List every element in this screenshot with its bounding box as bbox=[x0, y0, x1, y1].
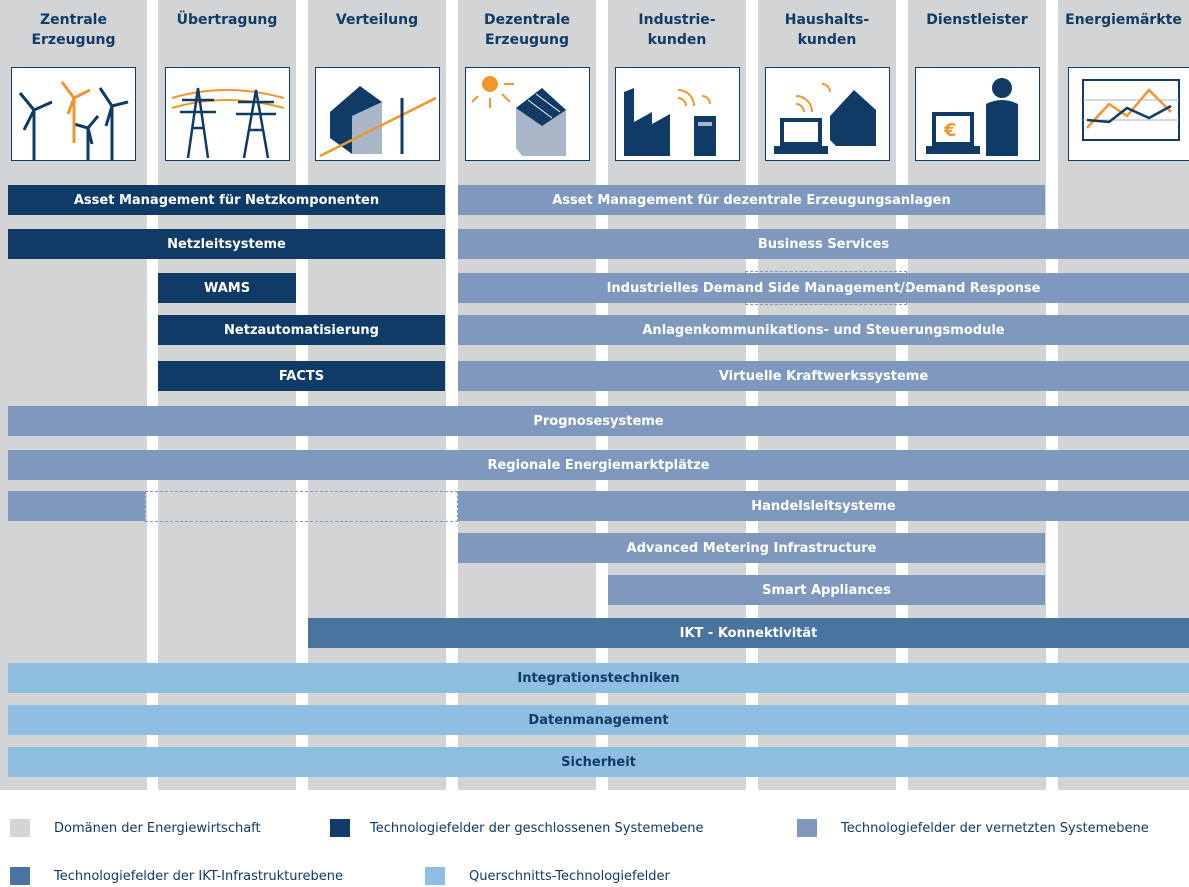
factory-icon bbox=[615, 67, 740, 161]
household-laptop-icon bbox=[765, 67, 890, 161]
column-zentrale-erzeugung: Zentrale Erzeugung bbox=[0, 0, 147, 790]
bar-smart-appliances: Smart Appliances bbox=[608, 575, 1045, 605]
bar-demand-side-management: Industrielles Demand Side Management/Dem… bbox=[458, 273, 1189, 303]
column-label: Haushalts- kunden bbox=[784, 12, 870, 48]
column-dezentrale-erzeugung: Dezentrale Erzeugung bbox=[458, 0, 596, 790]
service-provider-icon: € bbox=[915, 67, 1040, 161]
column-label: Zentrale Erzeugung bbox=[31, 12, 116, 48]
legend-item-cross: Querschnitts-Technologiefelder bbox=[425, 866, 670, 886]
legend-item-ikt: Technologiefelder der IKT-Infrastrukture… bbox=[10, 866, 343, 886]
bar-handelsleitsysteme-left bbox=[8, 491, 145, 521]
bar-regionale-energiemarktplaetze: Regionale Energiemarktplätze bbox=[8, 450, 1189, 480]
column-industriekunden: Industrie- kunden bbox=[608, 0, 746, 790]
column-label: Dienstleister bbox=[926, 12, 1028, 28]
bar-handelsleitsysteme: Handelsleitsysteme bbox=[458, 491, 1189, 521]
column-label: Industrie- kunden bbox=[638, 12, 716, 48]
bar-business-services: Business Services bbox=[458, 229, 1189, 259]
bar-integrationstechniken: Integrationstechniken bbox=[8, 663, 1189, 693]
legend-item-closed: Technologiefelder der geschlossenen Syst… bbox=[330, 818, 703, 838]
legend-label: Domänen der Energiewirtschaft bbox=[54, 820, 261, 836]
column-label: Energiemärkte bbox=[1065, 12, 1182, 28]
legend-item-networked: Technologiefelder der vernetzten Systeme… bbox=[797, 818, 1149, 838]
column-label: Übertragung bbox=[176, 12, 278, 28]
legend-label: Technologiefelder der IKT-Infrastrukture… bbox=[54, 868, 343, 884]
bar-prognosesysteme: Prognosesysteme bbox=[8, 406, 1189, 436]
bar-facts: FACTS bbox=[158, 361, 445, 391]
column-uebertragung: Übertragung bbox=[158, 0, 296, 790]
column-energiemaerkte: Energiemärkte bbox=[1058, 0, 1189, 790]
transmission-tower-icon bbox=[165, 67, 290, 161]
legend-label: Technologiefelder der geschlossenen Syst… bbox=[370, 820, 704, 836]
bar-netzleitsysteme: Netzleitsysteme bbox=[8, 229, 445, 259]
legend-item-domains: Domänen der Energiewirtschaft bbox=[10, 818, 261, 838]
bar-asset-management-netzkomponenten: Asset Management für Netzkomponenten bbox=[8, 185, 445, 215]
bar-advanced-metering-infrastructure: Advanced Metering Infrastructure bbox=[458, 533, 1045, 563]
market-chart-icon bbox=[1068, 67, 1189, 161]
legend-label: Querschnitts-Technologiefelder bbox=[469, 868, 670, 884]
legend-label: Technologiefelder der vernetzten Systeme… bbox=[841, 820, 1149, 836]
dashed-outline-handelsleitsysteme bbox=[145, 491, 458, 522]
column-haushaltskunden: Haushalts- kunden bbox=[758, 0, 896, 790]
bar-netzautomatisierung: Netzautomatisierung bbox=[158, 315, 445, 345]
column-label: Dezentrale Erzeugung bbox=[483, 12, 571, 48]
wind-turbines-icon bbox=[11, 67, 136, 161]
column-verteilung: Verteilung bbox=[308, 0, 446, 790]
bar-anlagenkommunikation: Anlagenkommunikations- und Steuerungsmod… bbox=[458, 315, 1189, 345]
legend-swatch bbox=[10, 819, 30, 837]
solar-house-icon bbox=[465, 67, 590, 161]
legend-swatch bbox=[10, 867, 30, 885]
bar-wams: WAMS bbox=[158, 273, 296, 303]
distribution-house-icon bbox=[315, 67, 440, 161]
legend-swatch bbox=[330, 819, 350, 837]
bar-asset-management-dezentrale: Asset Management für dezentrale Erzeugun… bbox=[458, 185, 1045, 215]
bar-sicherheit: Sicherheit bbox=[8, 747, 1189, 777]
bar-virtuelle-kraftwerkssysteme: Virtuelle Kraftwerkssysteme bbox=[458, 361, 1189, 391]
dashed-outline-demand-response bbox=[745, 271, 907, 305]
svg-text:€: € bbox=[943, 120, 957, 141]
column-label: Verteilung bbox=[335, 12, 419, 28]
legend-swatch bbox=[425, 867, 445, 885]
column-dienstleister: Dienstleister € bbox=[908, 0, 1046, 790]
bar-datenmanagement: Datenmanagement bbox=[8, 705, 1189, 735]
bar-ikt-konnektivitaet: IKT - Konnektivität bbox=[308, 618, 1189, 648]
legend-swatch bbox=[797, 819, 817, 837]
